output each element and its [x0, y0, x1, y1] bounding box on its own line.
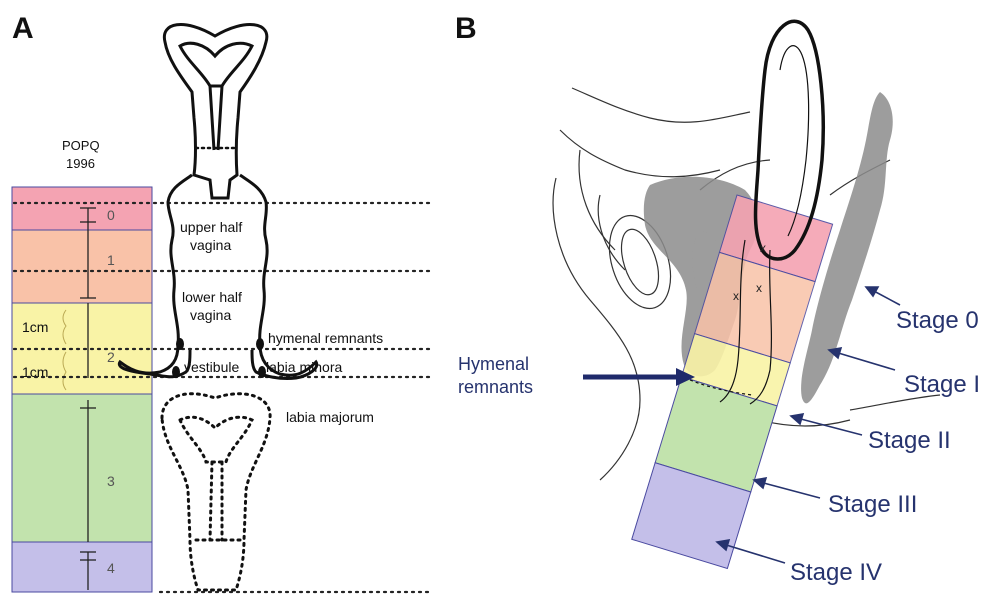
band-stage-4	[12, 542, 152, 592]
band-stage-1	[12, 230, 152, 303]
hymenal-label-line2: remnants	[458, 377, 533, 397]
stage-num-2: 2	[107, 349, 115, 365]
cm-label-1: 1cm	[22, 319, 48, 335]
label-upper-half: upper half	[180, 219, 242, 235]
stage-label-1: Stage I	[904, 371, 980, 398]
prolapsed-uterus-outline	[162, 394, 270, 590]
hymenal-label-line1: Hymenal	[458, 354, 529, 374]
stage-label-3: Stage III	[828, 491, 917, 518]
label-lower-half: lower half	[182, 289, 242, 305]
stage-num-1: 1	[107, 252, 115, 268]
stage-num-3: 3	[107, 473, 115, 489]
stage-label-0: Stage 0	[896, 307, 979, 334]
label-vestibule: vestibule	[184, 359, 239, 375]
svg-text:x: x	[760, 241, 766, 255]
popq-title: POPQ	[62, 138, 100, 153]
panel-a-letter: A	[12, 12, 34, 45]
stage-num-4: 4	[107, 560, 115, 576]
label-labia-minora: labia minora	[266, 359, 342, 375]
label-hymenal-remnants: hymenal remnants	[268, 330, 383, 346]
label-labia-majorum: labia majorum	[286, 409, 374, 425]
band-stage-2	[12, 303, 152, 394]
stage-num-0: 0	[107, 207, 115, 223]
panel-b-letter: B	[455, 12, 477, 45]
band-stage-3	[12, 394, 152, 542]
label-lower-vagina: vagina	[190, 307, 231, 323]
popq-year: 1996	[66, 156, 95, 171]
stage-label-2: Stage II	[868, 427, 951, 454]
svg-text:x: x	[733, 289, 739, 303]
stage-label-4: Stage IV	[790, 559, 882, 586]
label-upper-vagina: vagina	[190, 237, 231, 253]
svg-text:x: x	[756, 281, 762, 295]
popq-stage-bands	[12, 187, 152, 592]
